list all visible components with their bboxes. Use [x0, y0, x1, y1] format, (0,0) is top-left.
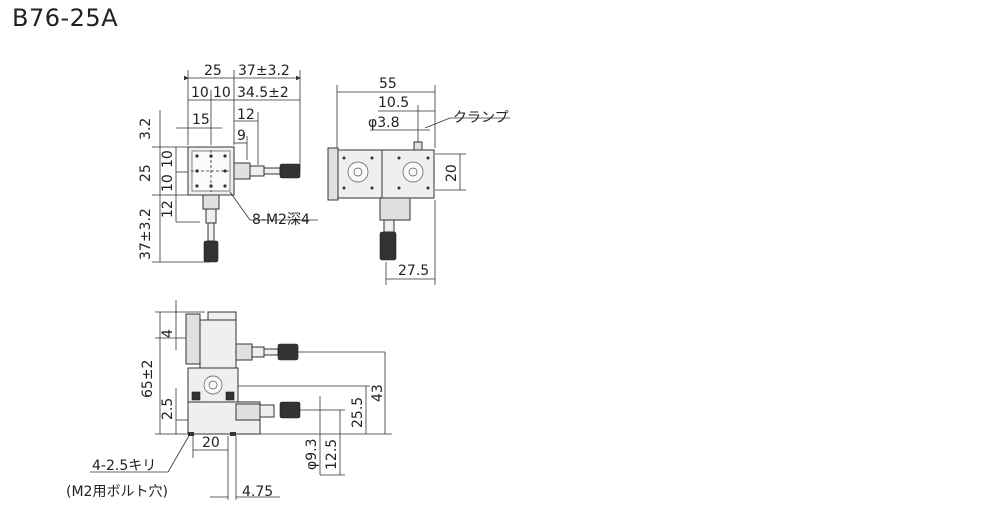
- dim-10a-top: 10: [191, 85, 209, 101]
- model-title: B76-25A: [12, 4, 119, 32]
- dim-12-5: 12.5: [324, 439, 340, 470]
- dim-4-front: 4: [160, 329, 176, 338]
- dim-20-front: 20: [202, 435, 220, 451]
- dim-37-left: 37±3.2: [138, 208, 154, 260]
- dim-25-top: 25: [204, 63, 222, 79]
- dim-20-side: 20: [444, 164, 460, 182]
- front-view: [90, 300, 392, 500]
- dim-phi-9-3: φ9.3: [304, 439, 320, 471]
- dim-10a-left: 10: [160, 150, 176, 168]
- dim-phi-3-8: φ3.8: [368, 115, 400, 131]
- dim-27-5: 27.5: [398, 263, 429, 279]
- top-view: [152, 70, 318, 263]
- dim-10-5: 10.5: [378, 95, 409, 111]
- mount-note-line2: (M2用ボルト穴): [66, 484, 168, 500]
- dim-55: 55: [379, 76, 397, 92]
- mount-note-line1: 4-2.5キリ: [92, 458, 156, 474]
- dim-10b-left: 10: [160, 174, 176, 192]
- dim-10b-top: 10: [213, 85, 231, 101]
- clamp-label: クランプ: [453, 110, 509, 126]
- side-view: [327, 85, 510, 285]
- dim-3-2-left: 3.2: [138, 118, 154, 140]
- dim-2-5: 2.5: [160, 398, 176, 420]
- dim-12-left: 12: [160, 200, 176, 218]
- holes-note: 8-M2深4: [252, 212, 310, 228]
- dim-25-5: 25.5: [350, 397, 366, 428]
- dim-65: 65±2: [140, 360, 156, 398]
- dim-25-left: 25: [138, 164, 154, 182]
- dim-43: 43: [370, 384, 386, 402]
- dim-12-top: 12: [237, 107, 255, 123]
- dim-9: 9: [237, 128, 246, 144]
- dim-34-5: 34.5±2: [237, 85, 289, 101]
- dim-4-75: 4.75: [242, 484, 273, 500]
- dim-37-top: 37±3.2: [238, 63, 290, 79]
- dim-15: 15: [192, 112, 210, 128]
